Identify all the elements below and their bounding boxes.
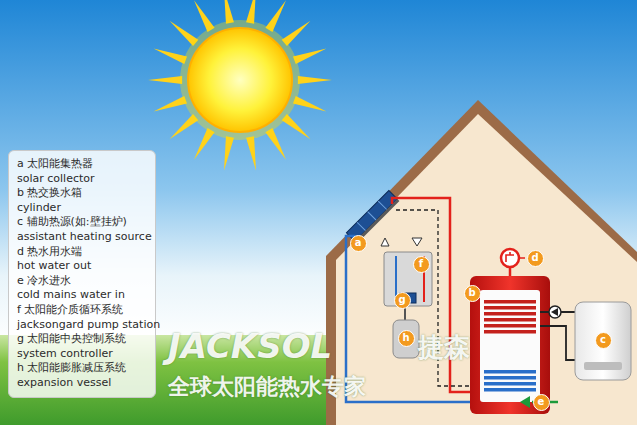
sun-ray <box>293 49 326 64</box>
callout-letter: e <box>533 394 550 411</box>
cold-in-arrow <box>520 396 530 408</box>
legend-text: f 太阳能介质循环系统 <box>17 303 147 318</box>
legend-text: system controller <box>17 347 147 362</box>
legend-text: g 太阳能中央控制系统 <box>17 332 147 347</box>
legend-text: expansion vessel <box>17 376 147 391</box>
legend-box: a 太阳能集热器solar collectorb 热交换水箱cylinderc … <box>8 150 156 398</box>
sun-ray <box>298 76 332 84</box>
upper-coil <box>484 300 536 334</box>
boiler-return <box>540 326 575 360</box>
callout-letter: f <box>413 256 430 273</box>
house-interior <box>336 114 637 425</box>
callout-number: e <box>534 395 549 409</box>
coil-turn <box>484 370 536 374</box>
callout-letter: b <box>464 285 481 302</box>
callout-number: a <box>351 236 366 250</box>
coil-turn <box>484 330 536 334</box>
watermark-text: 全球太阳能热水专家 <box>168 372 366 402</box>
callout-letter: d <box>527 250 544 267</box>
coil-turn <box>484 300 536 304</box>
coil-turn <box>484 318 536 322</box>
legend-text: jacksongard pump station <box>17 318 147 333</box>
sun-ray <box>265 0 286 32</box>
callout-number: c <box>596 333 611 347</box>
coil-turn <box>484 324 536 328</box>
flow-arrow-down <box>412 238 422 246</box>
sun-ray <box>194 128 215 160</box>
boiler <box>575 302 631 380</box>
sun-ray <box>194 0 215 32</box>
sun <box>188 28 292 132</box>
legend-text: solar collector <box>17 172 147 187</box>
boiler-pump <box>549 306 561 318</box>
pump-arrow <box>551 308 558 316</box>
sun-ray <box>154 96 187 111</box>
sun-ray <box>246 136 256 170</box>
legend-text: a 太阳能集热器 <box>17 157 147 172</box>
sun-glow <box>180 20 300 140</box>
callout-number: b <box>465 286 480 300</box>
coil-turn <box>484 306 536 310</box>
sun-ray <box>246 0 256 24</box>
coil-turn <box>484 382 536 386</box>
legend-text: assistant heating source <box>17 230 147 245</box>
leader-d <box>520 257 525 259</box>
sun-ray <box>148 76 182 84</box>
coil-turn <box>484 388 536 392</box>
boiler-panel <box>584 362 622 370</box>
legend-text: d 热水用水端 <box>17 245 147 260</box>
legend-text: cylinder <box>17 201 147 216</box>
legend-text: b 热交换水箱 <box>17 186 147 201</box>
sun-ray <box>265 128 286 160</box>
legend-text: e 冷水进水 <box>17 274 147 289</box>
callout-number: h <box>399 331 414 345</box>
callout-letter: a <box>350 235 367 252</box>
house-wall <box>326 100 637 425</box>
watermark-text: JACKSOL <box>168 326 332 366</box>
callout-letter: c <box>595 332 612 349</box>
tap-symbol <box>506 252 514 262</box>
callout-letter: g <box>394 292 411 309</box>
hot-tap <box>501 249 519 267</box>
coil-turn <box>484 376 536 380</box>
legend-text: cold mains water in <box>17 288 147 303</box>
legend-text: c 辅助热源(如:壁挂炉) <box>17 215 147 230</box>
callout-letter: h <box>398 330 415 347</box>
coil-turn <box>484 312 536 316</box>
flow-arrow-up <box>381 238 389 246</box>
sun-ray <box>224 136 234 170</box>
sun-rays <box>148 0 332 171</box>
callout-number: f <box>414 257 429 271</box>
watermark-text: 捷森 <box>418 330 470 365</box>
cylinder-shell <box>470 276 550 414</box>
sun-ray <box>224 0 234 24</box>
solar-coil <box>484 370 536 392</box>
legend-text: h 太阳能膨胀减压系统 <box>17 361 147 376</box>
callout-number: d <box>528 251 543 265</box>
sun-ray <box>154 49 187 64</box>
sun-ray <box>293 96 326 111</box>
cylinder-inner <box>480 290 540 402</box>
legend-text: hot water out <box>17 259 147 274</box>
callout-number: g <box>395 293 410 307</box>
expansion-vessel <box>393 320 419 358</box>
